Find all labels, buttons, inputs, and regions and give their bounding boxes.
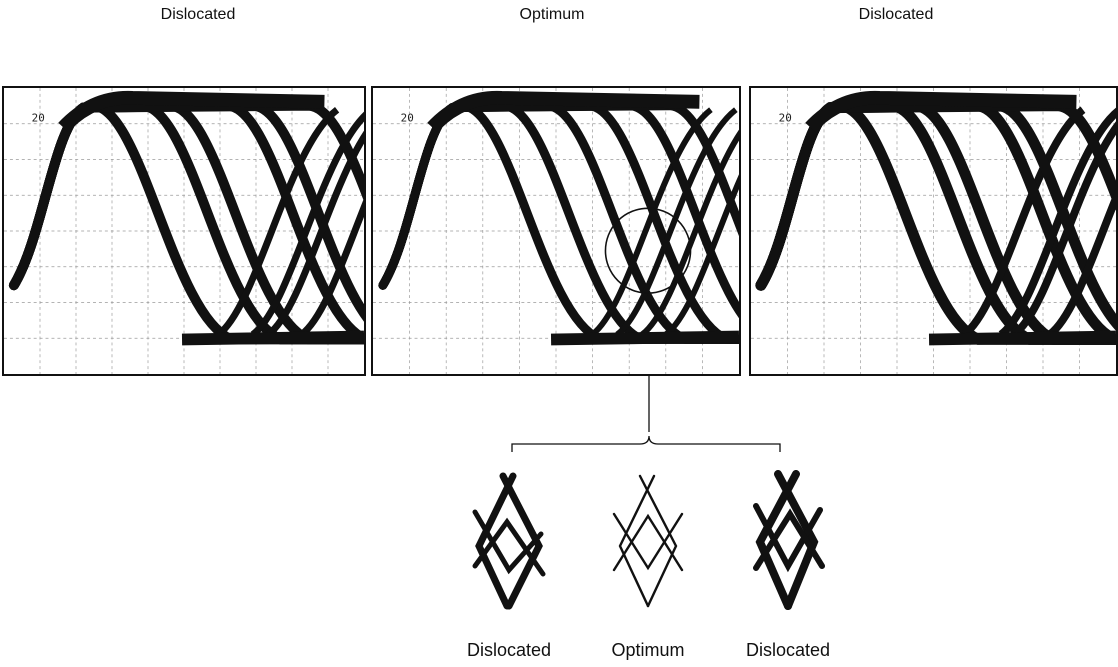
eye-bottom-band (181, 330, 364, 346)
eye-diagram-left: 20 (4, 88, 364, 374)
crossing-detail-center-optimum (612, 474, 684, 608)
crossing-detail-right-dislocated (753, 470, 825, 610)
eye-bottom-band (928, 330, 1116, 346)
label-right-dislocated: Dislocated (858, 6, 934, 23)
marker-label-right: 20 (779, 112, 792, 125)
detail-label-right-dislocated: Dislocated (745, 640, 831, 660)
scope-panel-center-optimum: 20 (371, 86, 741, 376)
crossing-detail-left-dislocated (472, 472, 546, 610)
eye-trace-rising (250, 111, 364, 338)
eye-top-band (58, 90, 325, 133)
label-center-optimum: Optimum (519, 6, 585, 23)
eye-trace-rising (663, 174, 739, 337)
detail-label-center-optimum: Optimum (611, 640, 685, 660)
scope-panel-left-dislocated: 20 (2, 86, 366, 376)
eye-trace-rising (1011, 121, 1116, 338)
eye-trace-rising (615, 107, 738, 337)
label-left-dislocated: Dislocated (160, 6, 236, 23)
scope-panel-right-dislocated: 20 (749, 86, 1118, 376)
eye-top-band (427, 90, 700, 133)
marker-label-center: 20 (401, 112, 414, 125)
eye-trace-rising (998, 107, 1116, 338)
eye-diagram-center: 20 (373, 88, 739, 374)
eye-trace-rising (1047, 187, 1116, 338)
eye-trace-rising (299, 198, 364, 338)
highlight-circle (604, 207, 692, 294)
eye-top-band (805, 90, 1077, 133)
eye-trace-rising (961, 106, 1086, 338)
eye-bottom-band (550, 330, 739, 346)
eye-trace-rising (640, 129, 739, 337)
eye-trace-rising (265, 130, 364, 338)
marker-label-left: 20 (32, 112, 45, 125)
eye-diagram-right: 20 (751, 88, 1116, 374)
bracket (511, 435, 781, 452)
eye-trace-rising (216, 106, 340, 338)
detail-label-left-dislocated: Dislocated (466, 640, 552, 660)
